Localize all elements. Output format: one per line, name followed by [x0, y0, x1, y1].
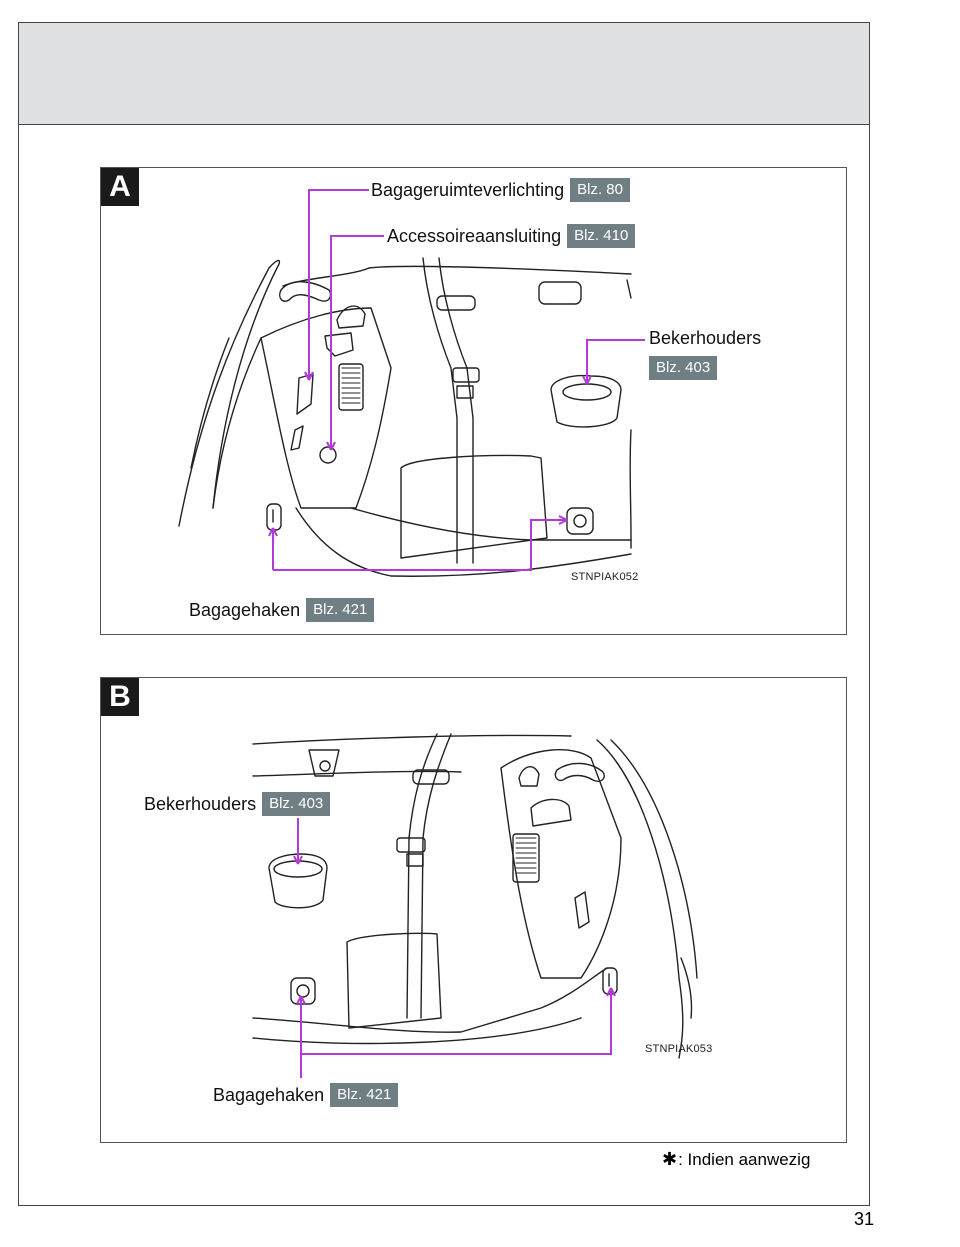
figure-code-b: STNPIAK053	[645, 1043, 713, 1055]
callout-accessory-socket-label: Accessoireaansluiting	[387, 225, 562, 246]
cargo-area-illustration-a	[178, 189, 645, 577]
callout-cup-holders-b-label: Bekerhouders	[144, 793, 257, 814]
callout-luggage-hooks-b-ref: Blz. 421	[330, 1083, 399, 1107]
panel-b-letter: B	[101, 678, 139, 716]
asterisk-icon: ✱	[662, 1149, 678, 1169]
callout-luggage-hooks-b-label: Bagagehaken	[213, 1084, 325, 1105]
callout-luggage-light: Bagageruimteverlichting Blz. 80	[371, 178, 630, 202]
callout-luggage-hooks-a-ref: Blz. 421	[306, 598, 375, 622]
callout-luggage-light-label: Bagageruimteverlichting	[371, 179, 565, 200]
callout-accessory-socket: Accessoireaansluiting Blz. 410	[387, 224, 636, 248]
cargo-area-illustration-b	[252, 733, 698, 1078]
callout-luggage-light-ref: Blz. 80	[570, 178, 630, 202]
callout-cup-holders-b: Bekerhouders Blz. 403	[144, 792, 331, 816]
callout-cup-holders-a: Bekerhouders	[649, 328, 761, 349]
panel-a: A	[100, 167, 847, 635]
page-number: 31	[854, 1209, 875, 1229]
callout-cup-holders-a-ref-wrap: Blz. 403	[649, 356, 718, 380]
page-frame	[18, 22, 870, 1206]
callout-cup-holders-b-ref: Blz. 403	[262, 792, 331, 816]
figure-code-a: STNPIAK052	[571, 571, 639, 583]
callout-luggage-hooks-a: Bagagehaken Blz. 421	[189, 598, 375, 622]
header-band	[19, 23, 869, 125]
panel-a-letter: A	[101, 168, 139, 206]
callout-accessory-socket-ref: Blz. 410	[567, 224, 636, 248]
footnote: ✱ : Indien aanwezig	[662, 1149, 810, 1170]
callout-cup-holders-a-label: Bekerhouders	[649, 328, 762, 348]
callout-cup-holders-a-ref: Blz. 403	[649, 356, 718, 380]
callout-luggage-hooks-b: Bagagehaken Blz. 421	[213, 1083, 399, 1107]
panel-b: B	[100, 677, 847, 1143]
footnote-text: : Indien aanwezig	[678, 1149, 811, 1169]
callout-luggage-hooks-a-label: Bagagehaken	[189, 599, 301, 620]
